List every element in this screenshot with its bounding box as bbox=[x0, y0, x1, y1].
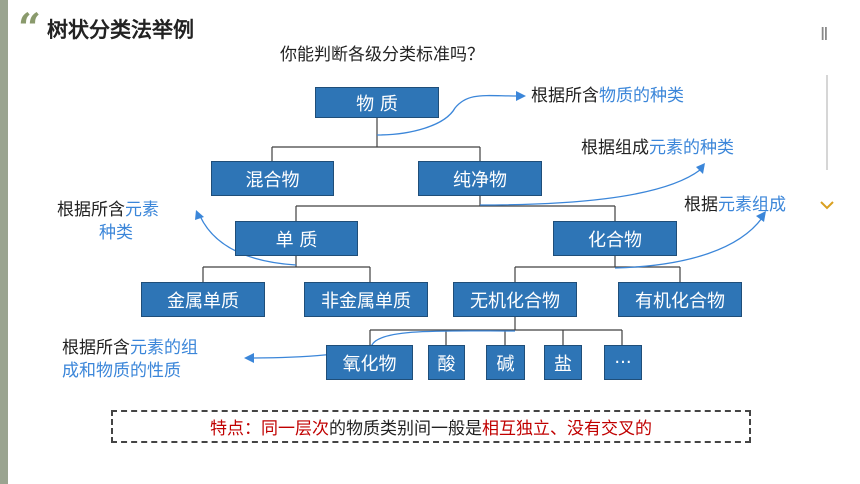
pause-icon[interactable]: II bbox=[820, 24, 829, 45]
node-inorganic-compound: 无机化合物 bbox=[453, 282, 577, 317]
node-matter: 物 质 bbox=[315, 87, 439, 118]
feature-box: 特点：同一层次的物质类别间一般是相互独立、没有交叉的 bbox=[111, 410, 751, 443]
left-accent-bar bbox=[0, 0, 8, 484]
note-compound-criterion: 根据元素组成 bbox=[684, 195, 786, 215]
node-pure-substance: 纯净物 bbox=[418, 161, 542, 196]
node-organic-compound: 有机化合物 bbox=[618, 282, 742, 317]
right-divider bbox=[826, 75, 828, 170]
node-compound: 化合物 bbox=[553, 221, 677, 256]
node-more: ··· bbox=[604, 345, 642, 380]
node-mixture: 混合物 bbox=[211, 161, 334, 196]
node-element: 单 质 bbox=[235, 221, 358, 256]
slide-title: 树状分类法举例 bbox=[47, 18, 195, 42]
slide-header: “ 树状分类法举例 bbox=[18, 5, 195, 52]
node-oxide: 氧化物 bbox=[326, 345, 413, 380]
node-acid: 酸 bbox=[428, 345, 465, 380]
note-pure-criterion: 根据组成元素的种类 bbox=[581, 138, 734, 158]
question-text: 你能判断各级分类标准吗？ bbox=[280, 45, 484, 65]
node-salt: 盐 bbox=[544, 345, 582, 380]
node-metal-element: 金属单质 bbox=[141, 282, 265, 317]
chevron-down-icon[interactable] bbox=[820, 196, 834, 214]
note-element-criterion: 根据所含元素 种类 bbox=[57, 200, 159, 243]
note-inorganic-criterion: 根据所含元素的组 成和物质的性质 bbox=[62, 338, 198, 381]
node-nonmetal-element: 非金属单质 bbox=[304, 282, 428, 317]
quote-icon: “ bbox=[18, 5, 42, 52]
note-matter-criterion: 根据所含物质的种类 bbox=[531, 86, 684, 106]
node-base: 碱 bbox=[486, 345, 525, 380]
